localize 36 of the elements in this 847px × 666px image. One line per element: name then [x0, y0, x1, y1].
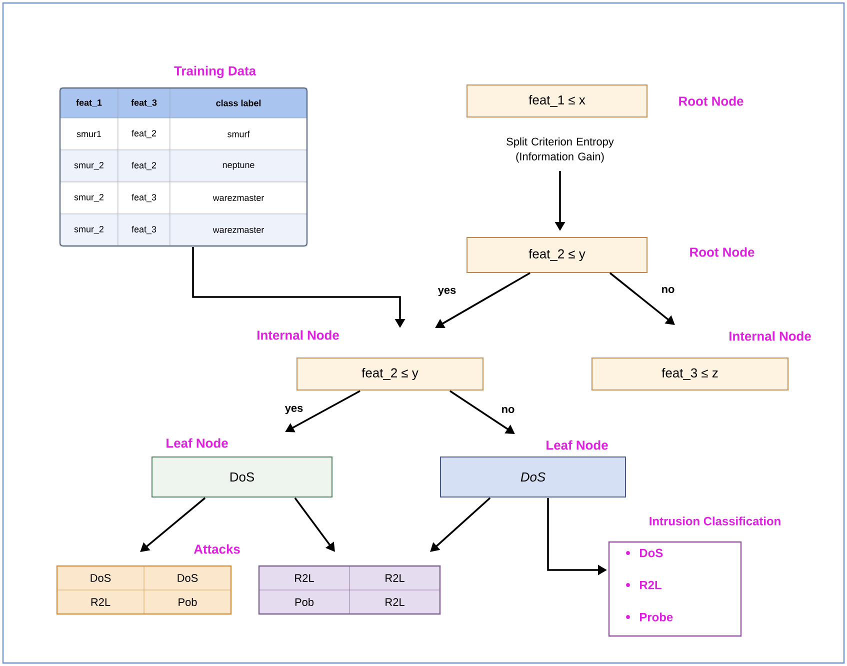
- node-type-label: Root Node: [690, 247, 754, 257]
- node-type-label: Root Node: [679, 96, 744, 106]
- edge-label: yes: [436, 286, 458, 298]
- decision-box: DoS: [152, 456, 332, 498]
- table-cell: feat_1: [60, 88, 118, 118]
- edge-label: yes: [284, 404, 304, 416]
- edge-label: no: [660, 286, 676, 294]
- node-type-label: Leaf Node: [546, 440, 608, 450]
- table-cell: feat_3: [118, 182, 170, 214]
- table-cell: feat_2: [118, 150, 170, 182]
- table-cell: feat_2: [118, 118, 170, 150]
- table-heading: Training Data: [174, 66, 256, 78]
- decision-box: feat_2 ≤ y: [466, 237, 648, 273]
- table-cell: smur1: [60, 118, 118, 150]
- node-type-label: Internal Node: [729, 331, 811, 341]
- list-item: R2L: [626, 580, 662, 590]
- box-heading: Intrusion Classification: [650, 516, 780, 526]
- list-item: Probe: [626, 612, 673, 622]
- table-cell: feat_3: [118, 214, 170, 246]
- table-cell: smur_2: [60, 182, 118, 214]
- section-label: Attacks: [194, 544, 240, 554]
- decision-box: feat_1 ≤ x: [466, 84, 648, 118]
- table-cell: smur_2: [60, 214, 118, 246]
- arrow: [430, 497, 491, 552]
- decision-box: DoS: [440, 456, 626, 498]
- decision-box: feat_3 ≤ z: [592, 358, 788, 390]
- table-cell: smur_2: [60, 150, 118, 182]
- attack-table: R2L R2L Pob R2L: [258, 565, 441, 615]
- decision-box: feat_2 ≤ y: [296, 358, 484, 390]
- edge-label: no: [500, 406, 516, 414]
- list-item: DoS: [626, 548, 663, 558]
- table-cell: feat_3: [118, 88, 170, 118]
- node-type-label: Internal Node: [258, 330, 339, 340]
- node-type-label: Leaf Node: [166, 438, 228, 448]
- attack-table: DoS DoS R2L Pob: [56, 565, 232, 615]
- split-criterion-text: Split Criterion Entropy (Information Gain): [506, 137, 614, 163]
